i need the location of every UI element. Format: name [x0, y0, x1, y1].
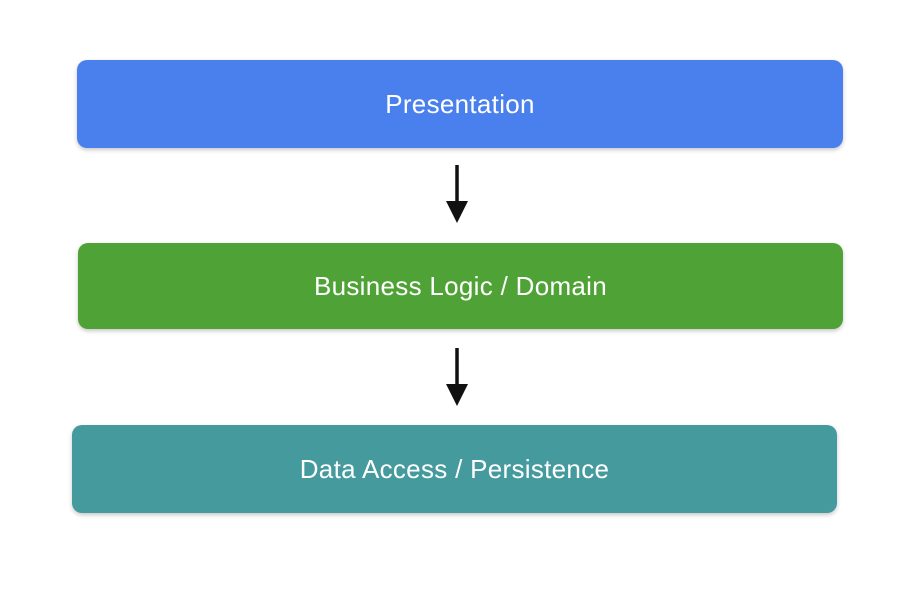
layer-label-presentation: Presentation — [385, 88, 535, 119]
layer-label-data-access: Data Access / Persistence — [299, 453, 610, 484]
layer-label-business-logic: Business Logic / Domain — [313, 270, 608, 301]
layer-box-presentation: Presentation — [77, 60, 843, 148]
layer-box-data-access: Data Access / Persistence — [72, 425, 837, 513]
down-arrow-icon — [446, 348, 468, 406]
down-arrow-icon — [446, 165, 468, 223]
layer-box-business-logic: Business Logic / Domain — [78, 243, 843, 329]
